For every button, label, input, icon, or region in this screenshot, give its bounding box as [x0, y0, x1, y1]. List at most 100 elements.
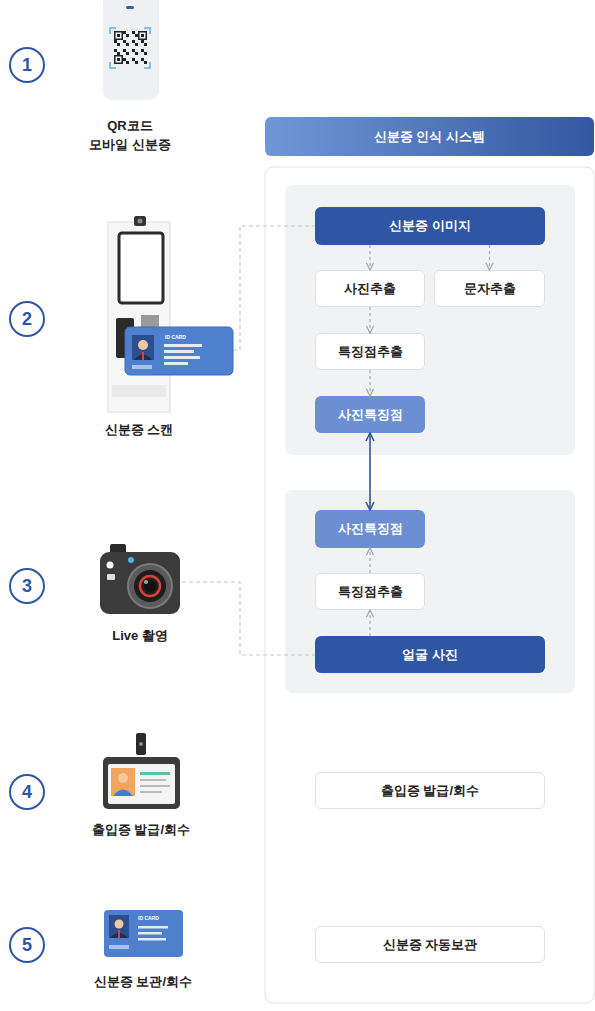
camera-body — [100, 552, 180, 614]
qr-module — [123, 58, 126, 61]
person-face — [115, 920, 124, 929]
qr-module — [144, 43, 147, 46]
process-box: 신분증 자동보관 — [315, 926, 545, 963]
kiosk-illustration — [108, 216, 233, 412]
phone-speaker — [126, 6, 134, 9]
flow-arrow — [369, 307, 370, 333]
system-header: 신분증 인식 시스템 — [265, 117, 594, 156]
qr-finder — [138, 31, 147, 40]
qr-module — [141, 58, 144, 61]
qr-module — [123, 40, 126, 43]
qr-module — [123, 49, 126, 52]
callout-number: 2 — [7, 308, 47, 330]
qr-module — [126, 61, 129, 64]
qr-finder — [116, 57, 122, 63]
feature-box: 사진특징점 — [315, 396, 425, 433]
node-text: 신분증 이미지 — [389, 217, 471, 235]
callout-number: 1 — [7, 54, 47, 76]
qr-module — [132, 49, 135, 52]
qr-module — [117, 43, 120, 46]
flow-arrow — [369, 245, 370, 270]
qr-finder — [140, 33, 146, 39]
card-line — [138, 926, 168, 929]
callout-number: 5 — [7, 934, 47, 956]
node-text: 특징점추출 — [338, 583, 403, 601]
camera-lens-ring — [140, 576, 160, 596]
step-caption: Live 촬영 — [80, 627, 200, 646]
qr-module — [135, 34, 138, 37]
node-text: 문자추출 — [464, 280, 516, 298]
process-box: 특징점추출 — [315, 573, 425, 610]
qr-finder — [114, 31, 123, 40]
lens-glare — [144, 580, 148, 584]
phone-body — [103, 0, 159, 100]
group-panel — [285, 185, 575, 455]
person-body — [113, 790, 133, 797]
callout-number: 4 — [7, 781, 47, 803]
flow-arrow — [369, 610, 370, 636]
id-card — [104, 910, 183, 957]
qr-module — [135, 43, 138, 46]
node-text: 신분증 자동보관 — [383, 936, 478, 954]
node-text: 출입증 발급/회수 — [381, 782, 479, 800]
step-caption: 출입증 발급/회수 — [81, 821, 201, 840]
match-arrow — [369, 433, 371, 510]
camera-lens — [134, 570, 166, 602]
camera-light — [128, 557, 134, 563]
node-text: 얼굴 사진 — [402, 646, 458, 664]
leader-line — [233, 226, 315, 350]
badge-clip — [136, 733, 146, 755]
step-caption: 신분증 스캔 — [79, 421, 199, 440]
camera-illustration — [100, 544, 180, 614]
node-text: 신분증 인식 시스템 — [374, 128, 485, 146]
kiosk-camera — [134, 216, 146, 226]
camera-button — [107, 574, 115, 580]
step-caption: 신분증 보관/회수 — [83, 973, 203, 992]
leader-line — [182, 582, 315, 655]
qr-module — [132, 58, 135, 61]
process-box: 신분증 이미지 — [315, 207, 545, 245]
camera-button — [107, 562, 114, 569]
card-line — [164, 362, 188, 365]
qr-module — [132, 40, 135, 43]
qr-module — [114, 40, 117, 43]
process-box: 사진추출 — [315, 270, 425, 307]
flow-arrow — [489, 245, 490, 270]
kiosk-screen — [119, 233, 163, 303]
node-text: 특징점추출 — [338, 343, 403, 361]
badge-illustration — [103, 733, 180, 809]
card-photo — [109, 915, 129, 938]
qr-module — [144, 61, 147, 64]
qr-finder — [117, 34, 120, 37]
qr-module — [126, 52, 129, 55]
id-card — [125, 327, 233, 375]
qr-finder — [141, 34, 144, 37]
process-box: 출입증 발급/회수 — [315, 772, 545, 809]
person-face — [118, 773, 128, 783]
qr-module — [126, 34, 129, 37]
node-text: 사진특징점 — [338, 406, 403, 424]
badge-line — [140, 791, 162, 793]
flow-arrow — [369, 548, 370, 573]
qr-module — [141, 49, 144, 52]
card-line — [109, 945, 129, 949]
card-text: ID CARD — [138, 916, 178, 921]
camera-lens — [144, 580, 156, 592]
kiosk-body — [108, 222, 170, 412]
person-face — [138, 340, 148, 350]
feature-box: 사진특징점 — [315, 510, 425, 548]
qr-finder — [117, 58, 120, 61]
system-panel — [265, 167, 594, 1003]
kiosk-base — [112, 385, 166, 397]
scan-bracket — [110, 28, 150, 68]
node-text: 사진추출 — [344, 280, 396, 298]
group-panel — [285, 490, 575, 693]
qr-module — [114, 49, 117, 52]
badge-line — [140, 779, 166, 781]
callout-number: 3 — [7, 575, 47, 597]
person-tie — [118, 930, 120, 938]
flow-arrow — [369, 370, 370, 396]
kiosk-lens — [138, 219, 143, 224]
badge-clip-hole — [139, 742, 143, 746]
card-line — [138, 938, 166, 941]
